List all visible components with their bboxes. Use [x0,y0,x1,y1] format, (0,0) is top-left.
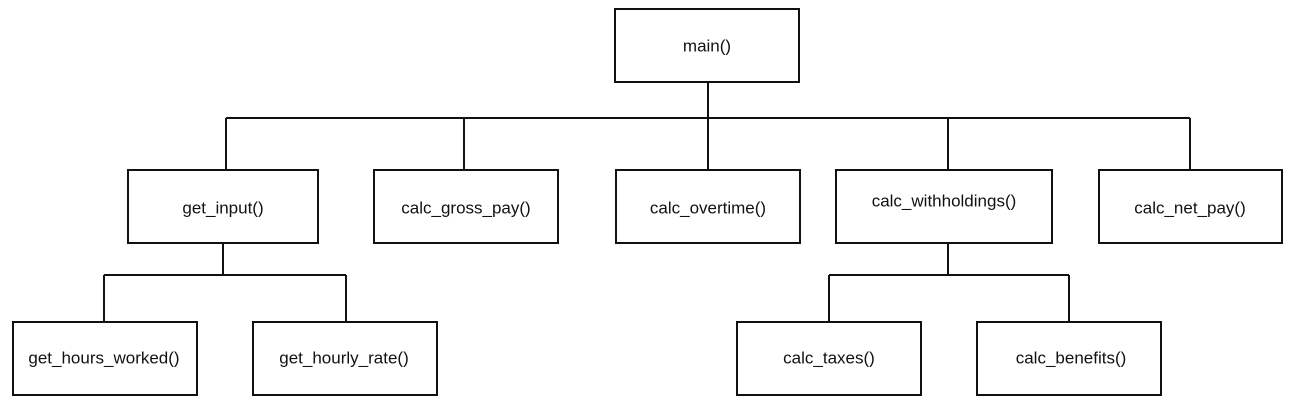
node-label: calc_benefits() [1016,349,1127,368]
node-get-hours-worked: get_hours_worked() [12,321,198,396]
node-label: get_input() [182,199,263,218]
node-label: main() [683,37,731,56]
node-box [614,8,800,83]
node-main: main() [614,8,800,83]
node-box [976,321,1162,396]
node-label: get_hourly_rate() [279,349,408,368]
node-calc-taxes: calc_taxes() [736,321,922,396]
node-label: calc_gross_pay() [401,199,530,218]
node-box [615,169,801,244]
node-calc-withholdings: calc_withholdings() [835,169,1053,244]
node-label: calc_taxes() [783,349,875,368]
node-box [835,169,1053,244]
node-get-input: get_input() [127,169,319,244]
node-label: calc_net_pay() [1134,199,1246,218]
connectors [103,82,1191,322]
node-label: get_hours_worked() [28,349,179,368]
node-calc-overtime: calc_overtime() [615,169,801,244]
node-box [736,321,922,396]
connector-get-input-children [103,244,347,322]
connector-main-children [225,82,1191,170]
node-box [12,321,198,396]
node-label: calc_withholdings() [872,192,1017,211]
node-box [252,321,438,396]
node-box [1098,169,1283,244]
node-calc-net-pay: calc_net_pay() [1098,169,1283,244]
node-box [127,169,319,244]
node-box [373,169,559,244]
node-calc-gross-pay: calc_gross_pay() [373,169,559,244]
node-calc-benefits: calc_benefits() [976,321,1162,396]
node-label: calc_overtime() [650,199,766,218]
node-get-hourly-rate: get_hourly_rate() [252,321,438,396]
connector-calc-withholdings-children [828,243,1070,322]
